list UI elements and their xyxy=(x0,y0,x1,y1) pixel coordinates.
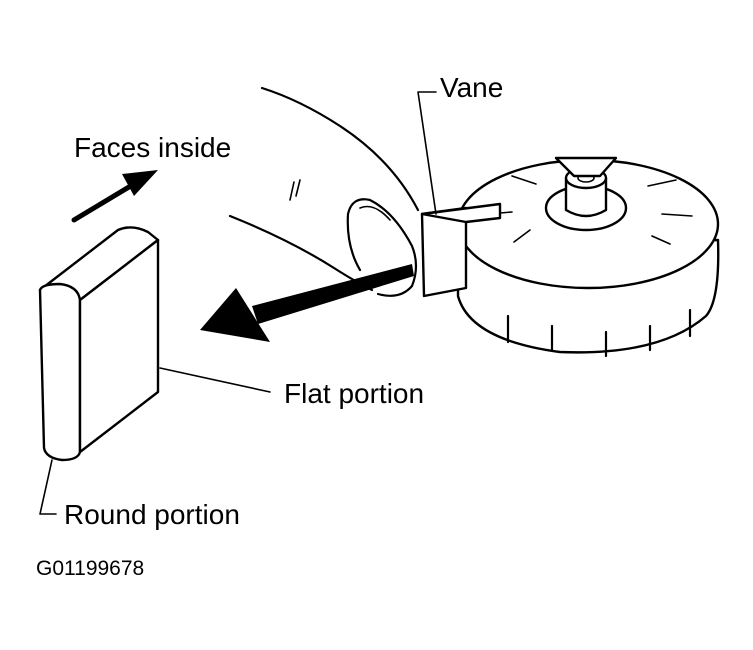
figure-code: G01199678 xyxy=(36,557,144,580)
faces-inside-arrow xyxy=(71,170,158,223)
direction-arrow xyxy=(200,264,414,342)
hand xyxy=(228,86,420,297)
round-portion-leader xyxy=(39,459,57,515)
magnet-block xyxy=(38,226,160,462)
flat-portion-leader xyxy=(159,367,271,393)
rotor xyxy=(456,156,720,358)
flat-portion-label: Flat portion xyxy=(284,378,424,409)
faces-inside-label: Faces inside xyxy=(74,132,231,163)
vane-leader xyxy=(417,91,437,215)
vane xyxy=(420,202,502,298)
vane-label: Vane xyxy=(440,72,503,103)
round-portion-label: Round portion xyxy=(64,499,240,530)
